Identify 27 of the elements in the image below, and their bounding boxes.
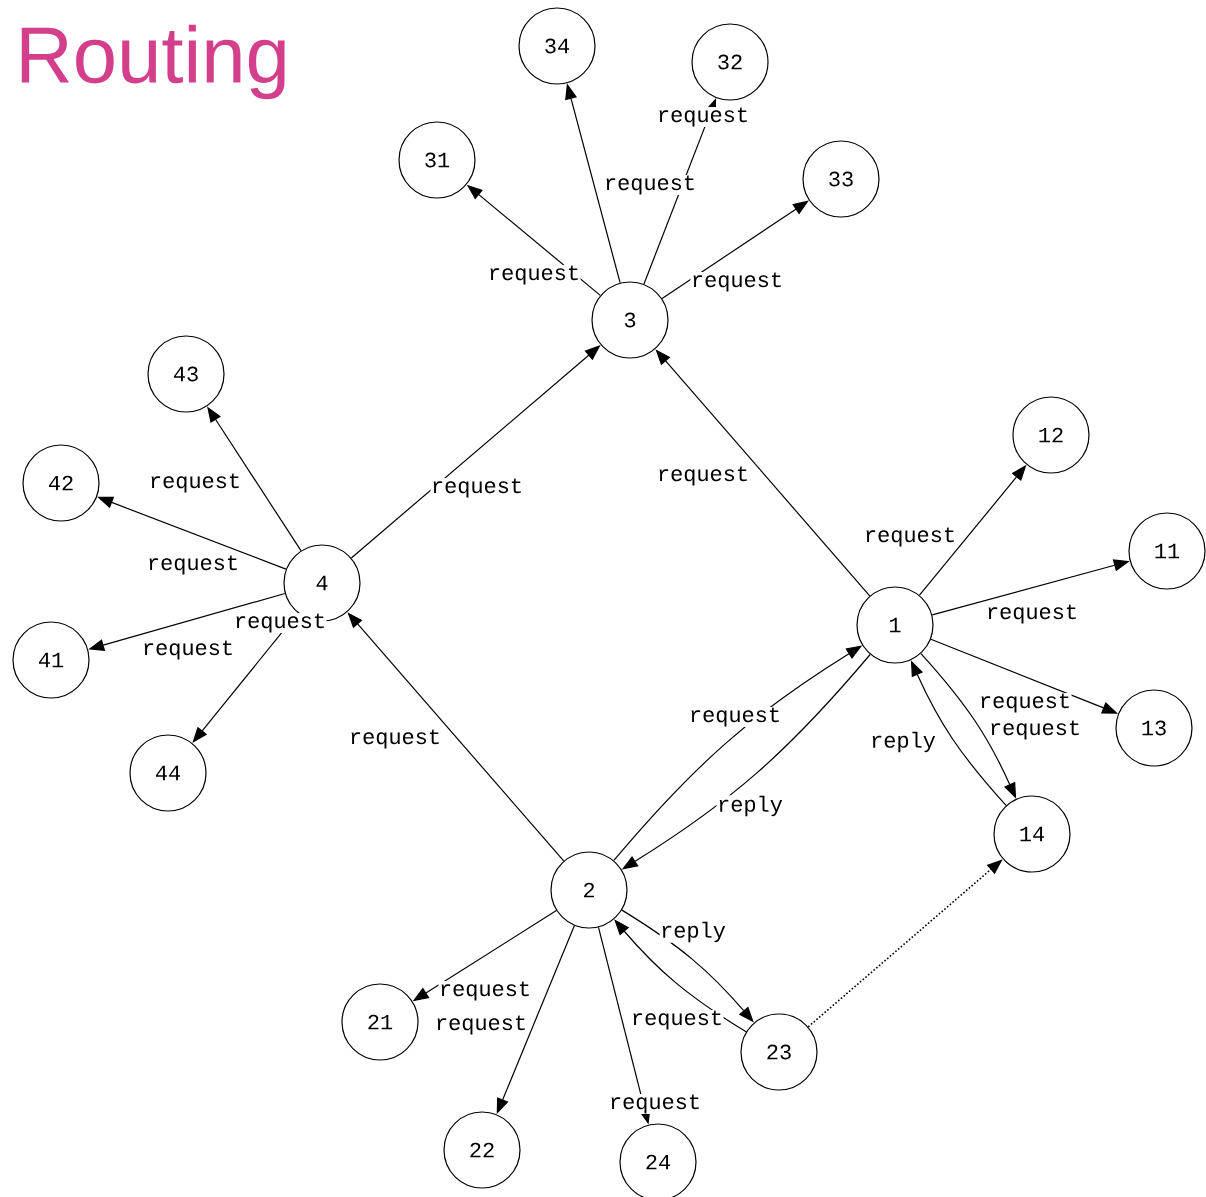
edge-label: request [690,271,784,293]
edge-label: request [438,980,532,1002]
edge-label: request [434,1014,528,1036]
edge-label: reply [716,795,784,817]
arrow [661,200,809,300]
edge-label: request [656,465,750,487]
edge-label: request [233,612,327,634]
edge-label: request [656,106,750,128]
edge-label: request [141,639,235,661]
edge-label: request [630,1009,724,1031]
arrow [655,349,871,597]
edge-label: reply [659,921,727,943]
arrow [347,612,565,862]
edge-label: request [487,264,581,286]
edge-label: request [978,692,1072,714]
edge-label: request [146,554,240,576]
edge-label: request [863,526,957,548]
edge-label: request [988,719,1082,741]
edge-label: request [608,1093,702,1115]
title: Routing [21,24,285,100]
edge-label: request [148,472,242,494]
edge-label: request [430,477,524,499]
edge-label: request [985,603,1079,625]
edge-label: request [688,706,782,728]
edge-label: request [348,728,442,750]
edge-label: request [603,174,697,196]
edge-label: reply [869,731,937,753]
